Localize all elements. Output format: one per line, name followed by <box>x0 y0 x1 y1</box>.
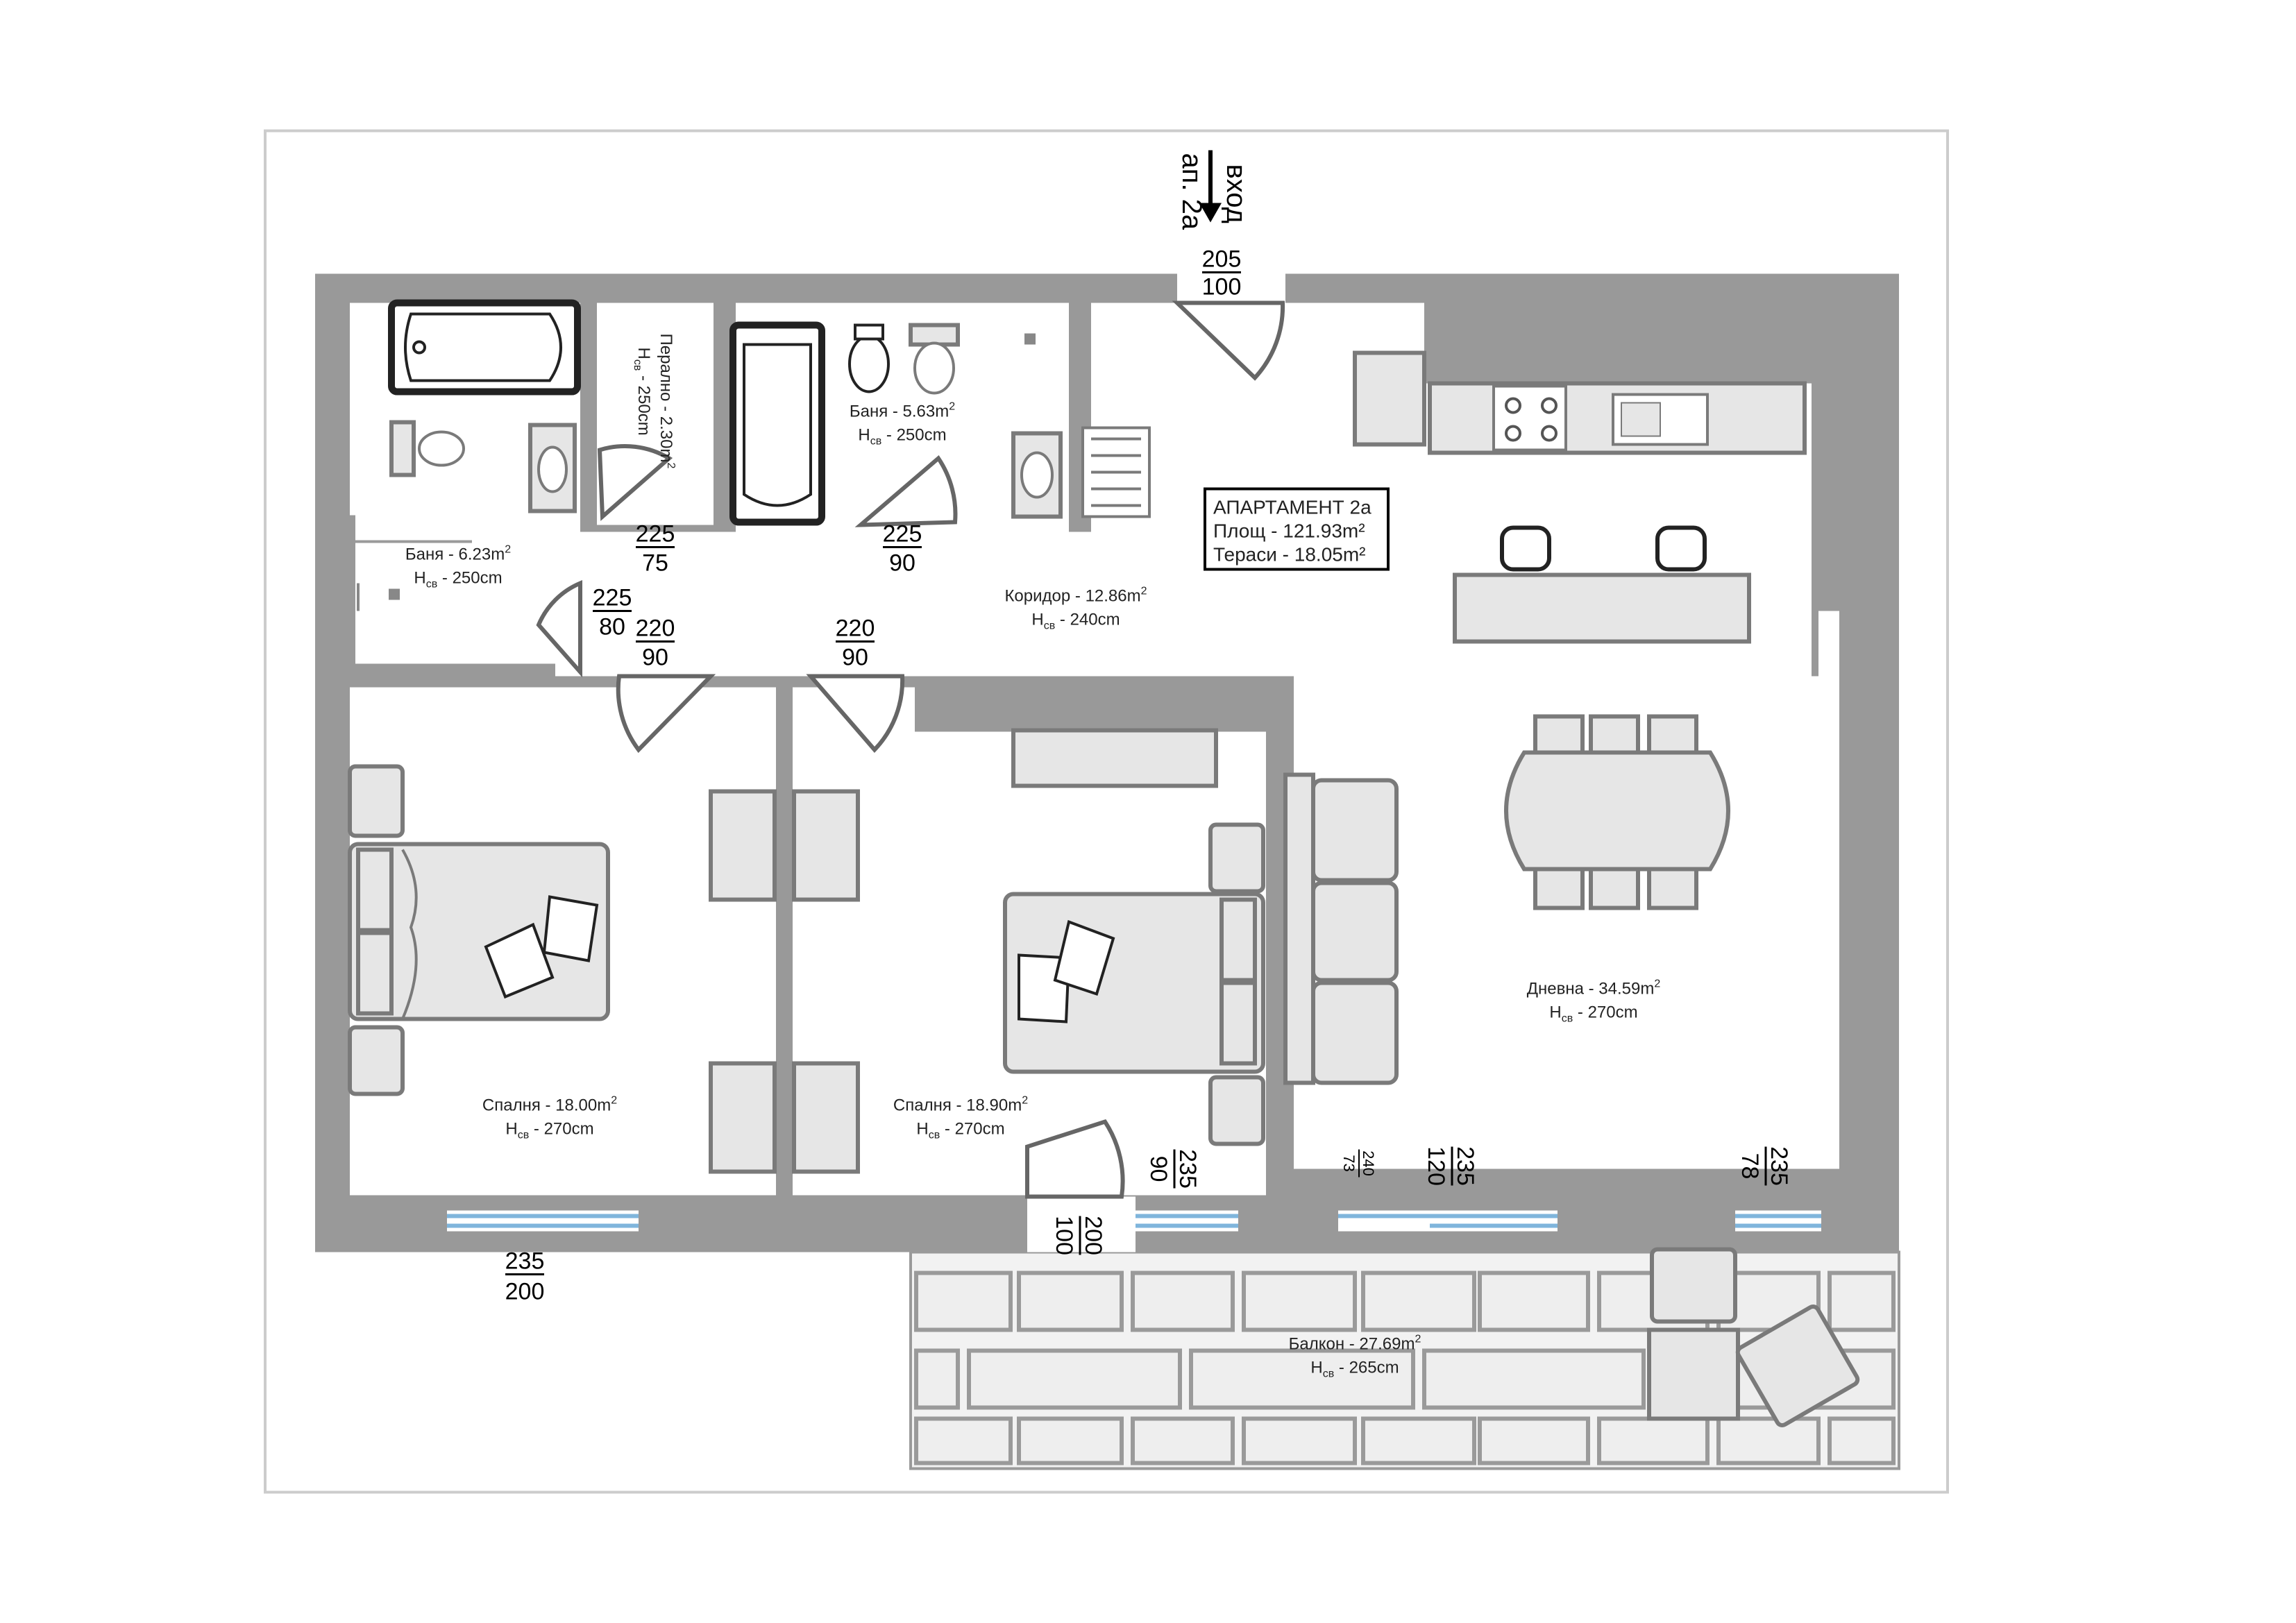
svg-text:225: 225 <box>593 585 632 611</box>
svg-text:90: 90 <box>642 645 668 671</box>
svg-text:100: 100 <box>1202 274 1242 300</box>
svg-text:200: 200 <box>1080 1216 1106 1255</box>
bar-stool-1 <box>1500 525 1551 572</box>
svg-text:90: 90 <box>842 645 868 671</box>
windows <box>447 1196 1821 1252</box>
svg-text:205: 205 <box>1202 246 1242 273</box>
dim-bed1-door: 220 90 <box>636 615 675 671</box>
room-laundry-name: Перално - 2.30m2 <box>657 334 677 469</box>
room-corridor-name: Коридор - 12.86m2 <box>1004 586 1147 606</box>
dining <box>1504 714 1730 910</box>
svg-text:240: 240 <box>1360 1150 1377 1176</box>
sink-icon <box>537 445 568 493</box>
dim-laundry: 225 75 <box>636 521 675 577</box>
room-bed2-height: Hсв - 270cm <box>916 1120 1004 1141</box>
room-balcony-name: Балкон - 27.69m2 <box>1289 1334 1421 1354</box>
dim-living-window1: 240 73 <box>1340 1149 1377 1178</box>
room-labels: Баня - 6.23m2 Hсв - 250cm Перално - 2.30… <box>405 334 1660 1380</box>
svg-text:200: 200 <box>505 1279 545 1305</box>
svg-text:235: 235 <box>1174 1149 1201 1189</box>
doors <box>536 273 1285 1199</box>
drawing-frame <box>264 129 1949 1494</box>
dim-living-window2: 235 120 <box>1423 1146 1478 1186</box>
dim-bed2-window: 235 90 <box>1145 1149 1201 1189</box>
info-title: АПАРТАМЕНТ 2а <box>1213 497 1371 518</box>
room-corridor-height: Hсв - 240cm <box>1031 611 1120 632</box>
kitchen <box>1353 350 1807 644</box>
dim-living-window3: 235 78 <box>1737 1146 1792 1186</box>
room-bed1-name: Спалня - 18.00m2 <box>482 1095 617 1115</box>
svg-text:78: 78 <box>1737 1153 1763 1180</box>
svg-text:80: 80 <box>599 614 625 640</box>
bar-stool-2 <box>1655 525 1707 572</box>
apartment-info-box: АПАРТАМЕНТ 2а Площ - 121.93m² Тераси - 1… <box>1204 487 1390 571</box>
svg-text:225: 225 <box>883 521 922 547</box>
svg-text:220: 220 <box>636 615 675 642</box>
balcony-furniture <box>1647 1247 1860 1427</box>
dim-bed2-door: 220 90 <box>836 615 875 671</box>
svg-text:100: 100 <box>1051 1216 1077 1255</box>
dim-bed1-window: 235 200 <box>505 1248 545 1305</box>
pillow2-icon <box>542 895 599 962</box>
bathtub-icon <box>404 312 562 382</box>
room-balcony-height: Hсв - 265cm <box>1310 1359 1399 1380</box>
entrance-arrow: вход ап. 2а <box>1176 150 1251 230</box>
dim-entry: 205 100 <box>1202 246 1242 300</box>
svg-text:75: 75 <box>642 550 668 577</box>
bathtub2-icon <box>743 343 812 507</box>
svg-text:90: 90 <box>889 550 915 577</box>
entrance-label: вход <box>1221 164 1251 224</box>
svg-text:73: 73 <box>1340 1155 1358 1171</box>
bathroom2-fixtures <box>729 321 1151 526</box>
info-area: Площ - 121.93m² <box>1213 520 1365 542</box>
room-bath2-height: Hсв - 250cm <box>858 426 946 448</box>
pillow4-icon <box>1053 919 1115 996</box>
svg-text:220: 220 <box>836 615 875 642</box>
dim-bath1: 225 80 <box>593 585 632 640</box>
balcony-floor <box>909 1250 1900 1470</box>
sink2-icon <box>1020 451 1054 499</box>
toilet2-icon <box>848 334 890 393</box>
apartment-label: ап. 2а <box>1176 153 1207 230</box>
pillow1-icon <box>484 922 555 999</box>
room-laundry-height: Hсв - 250cm <box>632 348 653 436</box>
stove-icon <box>1492 384 1567 452</box>
room-bath2-name: Баня - 5.63m2 <box>850 401 955 421</box>
svg-text:90: 90 <box>1145 1156 1172 1182</box>
room-bed2-name: Спалня - 18.90m2 <box>893 1095 1028 1115</box>
dim-balcony-door: 200 100 <box>1051 1216 1106 1255</box>
room-bed1-height: Hсв - 270cm <box>505 1120 593 1141</box>
toilet-icon <box>418 430 465 467</box>
svg-text:235: 235 <box>1452 1146 1478 1186</box>
svg-text:225: 225 <box>636 521 675 547</box>
sofa <box>1283 772 1399 1085</box>
room-bath1-name: Баня - 6.23m2 <box>405 544 511 564</box>
info-terraces: Тераси - 18.05m² <box>1213 544 1366 566</box>
dim-bath2: 225 90 <box>883 521 922 577</box>
svg-text:235: 235 <box>505 1248 545 1275</box>
room-living-height: Hсв - 270cm <box>1549 1003 1637 1025</box>
bedroom1-furniture <box>348 764 860 1174</box>
bathroom1-fixtures <box>355 299 581 611</box>
svg-text:235: 235 <box>1766 1146 1792 1186</box>
room-bath1-height: Hсв - 250cm <box>414 569 502 590</box>
bidet-icon <box>913 341 955 395</box>
dining-table <box>1504 750 1730 872</box>
room-living-name: Дневна - 34.59m2 <box>1527 978 1661 999</box>
svg-text:120: 120 <box>1423 1146 1449 1186</box>
opening-dimensions: 205 100 225 75 225 90 225 80 220 90 220 … <box>505 246 1792 1305</box>
bedroom2-furniture <box>1003 728 1265 1146</box>
